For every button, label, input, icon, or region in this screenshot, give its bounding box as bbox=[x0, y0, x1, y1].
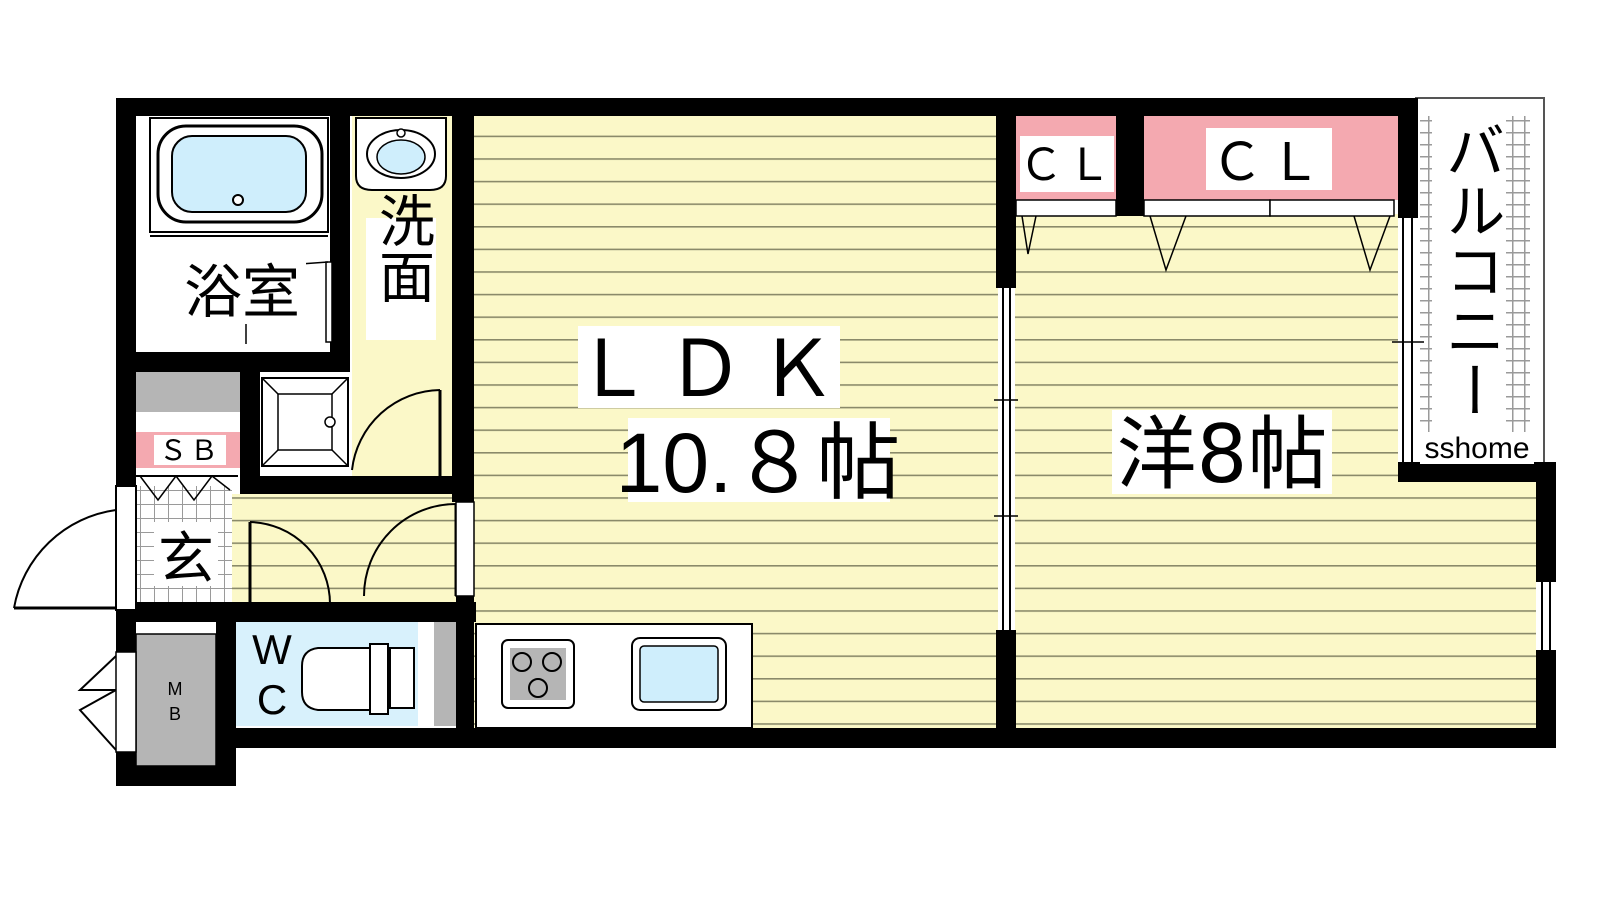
toilet bbox=[236, 622, 456, 726]
sliding-door-ldk-western[interactable] bbox=[994, 288, 1018, 630]
entrance-label: 玄 bbox=[158, 527, 214, 592]
ldk-label: ＬＤＫ bbox=[574, 325, 850, 413]
ldk-size-label: 10.８帖 bbox=[616, 416, 901, 510]
bathroom-label: 浴室 bbox=[184, 258, 300, 326]
drain-icon bbox=[232, 194, 244, 206]
burner-icon bbox=[542, 652, 562, 672]
burner-icon bbox=[512, 652, 532, 672]
washroom-door[interactable] bbox=[351, 389, 442, 476]
east-window[interactable] bbox=[1536, 582, 1556, 650]
faucet-icon bbox=[396, 128, 406, 138]
hallway-floor bbox=[232, 494, 472, 602]
watermark-text: sshome bbox=[1424, 432, 1529, 465]
meter-box-label-b: B bbox=[169, 704, 181, 724]
balcony-window[interactable] bbox=[1392, 218, 1424, 462]
kitchen-counter bbox=[475, 623, 753, 729]
shoe-box bbox=[136, 432, 240, 502]
meter-box-label-m: M bbox=[168, 679, 183, 699]
washroom-label: 洗面 bbox=[370, 192, 435, 304]
bathroom bbox=[149, 117, 333, 344]
toilet-label-c: C bbox=[257, 676, 287, 723]
storage-gray bbox=[136, 372, 240, 412]
shoe-box-label: ＳＢ bbox=[159, 435, 221, 466]
wash-basin bbox=[355, 117, 447, 191]
balcony-label: バルコニー bbox=[1435, 120, 1505, 420]
toilet-door[interactable] bbox=[248, 521, 331, 605]
closet-large-label: ＣＬ bbox=[1211, 134, 1327, 192]
closet-small-label: ＣＬ bbox=[1019, 141, 1115, 190]
walls bbox=[116, 98, 1556, 786]
western-room-label: 洋8帖 bbox=[1117, 408, 1328, 501]
western-room-floor-ext bbox=[1400, 482, 1538, 728]
toilet-label-w: W bbox=[252, 626, 292, 673]
ldk-door[interactable] bbox=[363, 501, 475, 597]
laundry-pan bbox=[261, 377, 349, 467]
entrance-door[interactable] bbox=[13, 485, 137, 611]
bathroom-door[interactable] bbox=[325, 261, 333, 343]
burner-icon bbox=[528, 678, 548, 698]
meter-box bbox=[77, 633, 217, 767]
